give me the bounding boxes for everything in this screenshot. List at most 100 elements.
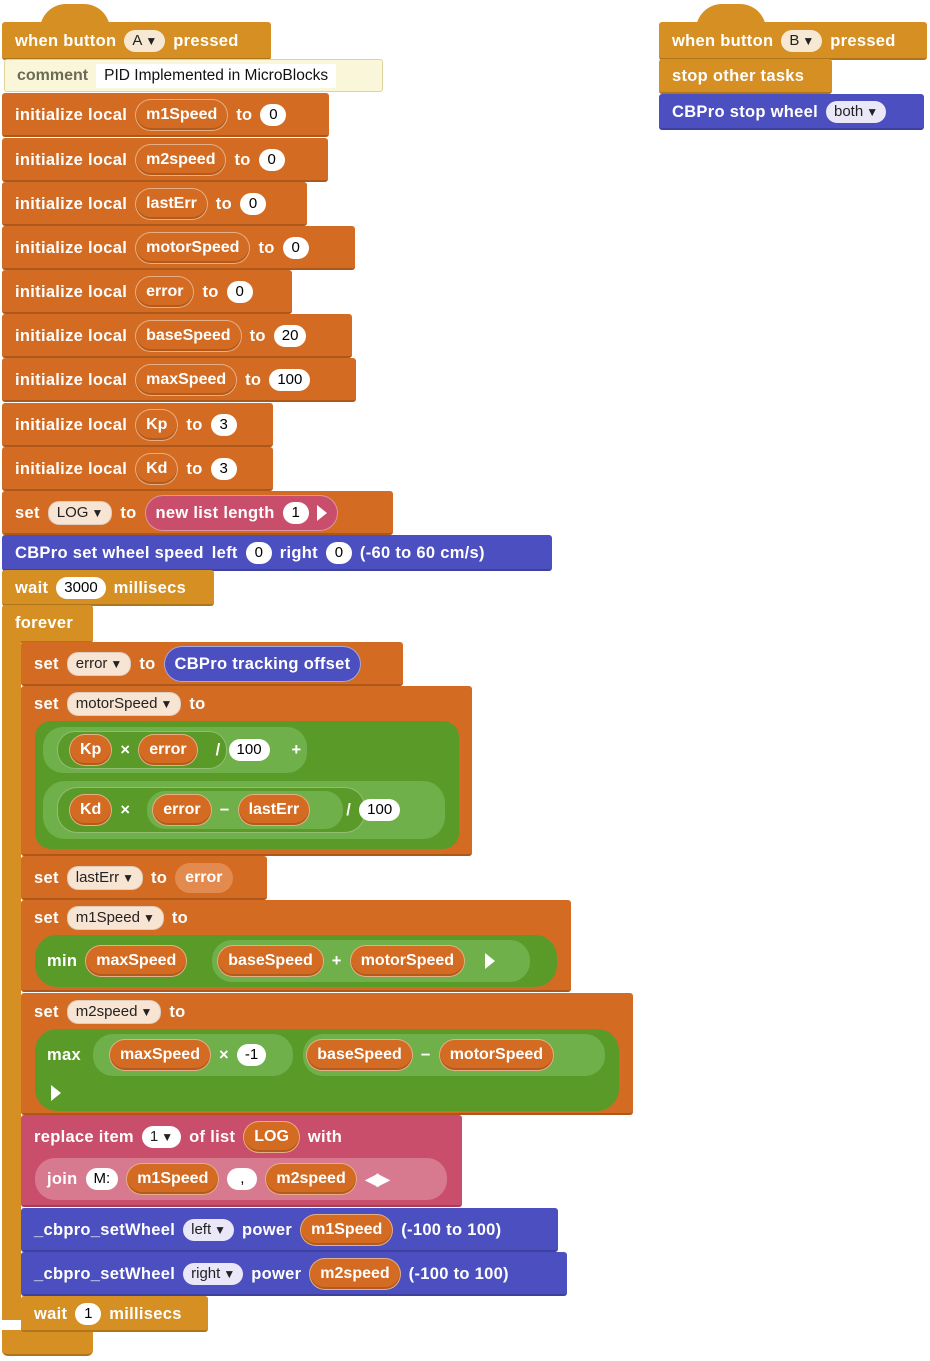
local-variable-name[interactable]: lastErr [135,188,208,220]
initialize-local-block[interactable]: initialize local Kd to 3 [2,447,273,491]
list-length-input[interactable]: 1 [282,502,309,524]
m2speed-variable[interactable]: m2speed [265,1163,357,1195]
divisor-input[interactable]: 100 [359,799,401,821]
initial-value-input[interactable]: 3 [210,458,237,480]
wheel-side-dropdown[interactable]: right▼ [183,1263,244,1285]
button-dropdown[interactable]: A▼ [124,30,166,52]
negative-one-input[interactable]: -1 [236,1044,267,1066]
chevron-down-icon: ▼ [91,506,104,520]
when-button-a-hat[interactable]: when button A▼ pressed [2,22,271,60]
comment-text[interactable]: PID Implemented in MicroBlocks [96,64,337,88]
initial-value-input[interactable]: 0 [260,104,287,126]
set-wheel-label: CBPro set wheel speed [15,543,204,562]
when-button-b-hat[interactable]: when button B▼ pressed [659,22,927,60]
motorspeed-variable[interactable]: motorSpeed [438,1039,555,1071]
wait-3000-block[interactable]: wait 3000 millisecs [2,570,214,606]
initial-value-input[interactable]: 100 [269,369,311,391]
set-lasterr-block[interactable]: set lastErr▼ to error [21,856,267,900]
wheel-option-dropdown[interactable]: both▼ [825,101,887,123]
local-variable-name[interactable]: m2speed [135,144,227,176]
comment-block[interactable]: comment PID Implemented in MicroBlocks [4,59,383,92]
wait-ms-input[interactable]: 1 [75,1303,102,1325]
initial-value-input[interactable]: 0 [239,193,266,215]
kp-variable[interactable]: Kp [69,734,113,766]
setwheel-left-block[interactable]: _cbpro_setWheel left▼ power m1Speed (-10… [21,1208,558,1252]
initial-value-input[interactable]: 0 [258,149,285,171]
wait-1-block[interactable]: wait 1 millisecs [21,1296,208,1332]
log-variable[interactable]: LOG [243,1121,300,1153]
set-error-block[interactable]: set error▼ to CBPro tracking offset [21,642,403,686]
initialize-local-block[interactable]: initialize local m1Speed to 0 [2,93,329,137]
minus-operator: − [219,800,230,819]
cbpro-stop-wheel-block[interactable]: CBPro stop wheel both▼ [659,94,924,130]
m1speed-variable-dropdown[interactable]: m1Speed▼ [66,906,164,930]
m2speed-variable-dropdown[interactable]: m2speed▼ [66,1000,162,1024]
wheel-side-dropdown[interactable]: left▼ [183,1219,235,1241]
lasterr-variable[interactable]: lastErr [237,794,311,826]
basespeed-variable[interactable]: baseSpeed [306,1039,413,1071]
millisecs-label: millisecs [113,578,187,597]
lasterr-variable-dropdown[interactable]: lastErr▼ [66,866,143,890]
forever-block-header[interactable]: forever [2,605,93,643]
error-variable[interactable]: error [152,794,212,826]
initialize-local-block[interactable]: initialize local Kp to 3 [2,403,273,447]
set-motorspeed-block[interactable]: set motorSpeed▼ to Kp × error / 100 + [21,686,472,856]
button-dropdown[interactable]: B▼ [781,30,823,52]
set-m2speed-block[interactable]: set m2speed▼ to max maxSpeed × -1 baseSp… [21,993,633,1115]
error-variable[interactable]: error [138,734,198,766]
cbpro-set-wheel-speed-block[interactable]: CBPro set wheel speed left 0 right 0 (-6… [2,535,552,571]
initialize-local-block[interactable]: initialize local lastErr to 0 [2,182,307,226]
motorspeed-variable[interactable]: motorSpeed [349,945,466,977]
initial-value-input[interactable]: 3 [210,414,237,436]
maxspeed-variable[interactable]: maxSpeed [108,1039,211,1071]
set-log-block[interactable]: set LOG▼ to new list length 1 [2,491,393,535]
expand-arrow-icon[interactable] [485,953,496,969]
m1speed-variable[interactable]: m1Speed [126,1163,220,1195]
expand-collapse-arrows-icon[interactable]: ◀▶ [364,1168,391,1189]
initialize-local-block[interactable]: initialize local error to 0 [2,270,292,314]
local-variable-name[interactable]: Kd [135,453,179,485]
initialize-local-block[interactable]: initialize local baseSpeed to 20 [2,314,352,358]
m2speed-variable[interactable]: m2speed [309,1258,401,1290]
expand-arrow-icon[interactable] [316,505,327,521]
new-list-reporter[interactable]: new list length 1 [144,495,338,531]
m1speed-variable[interactable]: m1Speed [300,1214,394,1246]
initial-value-input[interactable]: 0 [226,281,253,303]
to-label: to [202,282,219,301]
to-label: to [120,503,137,522]
initial-value-input[interactable]: 0 [282,237,309,259]
comma-text-input[interactable]: , [227,1168,258,1190]
left-speed-input[interactable]: 0 [245,542,272,564]
log-variable-dropdown[interactable]: LOG▼ [47,501,113,525]
plus-expression[interactable]: Kp × error / 100 + Kd × error − lastErr [35,721,459,849]
kd-variable[interactable]: Kd [69,794,113,826]
divisor-input[interactable]: 100 [228,739,270,761]
error-variable[interactable]: error [175,863,233,893]
expand-arrow-icon[interactable] [51,1085,61,1101]
setwheel-right-block[interactable]: _cbpro_setWheel right▼ power m2speed (-1… [21,1252,567,1296]
initial-value-input[interactable]: 20 [273,325,307,347]
motorspeed-variable-dropdown[interactable]: motorSpeed▼ [66,692,182,716]
local-variable-name[interactable]: maxSpeed [135,364,238,396]
join-text-input[interactable]: M: [85,1168,119,1190]
initialize-local-block[interactable]: initialize local maxSpeed to 100 [2,358,356,402]
local-variable-name[interactable]: Kp [135,409,179,441]
local-variable-name[interactable]: error [135,276,195,308]
set-m1speed-block[interactable]: set m1Speed▼ to min maxSpeed baseSpeed +… [21,900,571,992]
tracking-offset-reporter[interactable]: CBPro tracking offset [163,646,362,682]
join-label: join [47,1169,78,1188]
basespeed-variable[interactable]: baseSpeed [217,945,324,977]
replace-item-block[interactable]: replace item 1▼ of list LOG with join M:… [21,1115,462,1207]
initialize-local-block[interactable]: initialize local motorSpeed to 0 [2,226,355,270]
error-variable-dropdown[interactable]: error▼ [66,652,132,676]
index-dropdown[interactable]: 1▼ [141,1126,182,1148]
local-variable-name[interactable]: motorSpeed [135,232,251,264]
stop-other-tasks-block[interactable]: stop other tasks [659,59,832,94]
local-variable-name[interactable]: baseSpeed [135,320,242,352]
stop-wheel-label: CBPro stop wheel [672,102,818,121]
wait-ms-input[interactable]: 3000 [56,577,106,599]
local-variable-name[interactable]: m1Speed [135,99,229,131]
maxspeed-variable[interactable]: maxSpeed [85,945,188,977]
right-speed-input[interactable]: 0 [325,542,352,564]
initialize-local-block[interactable]: initialize local m2speed to 0 [2,138,328,182]
